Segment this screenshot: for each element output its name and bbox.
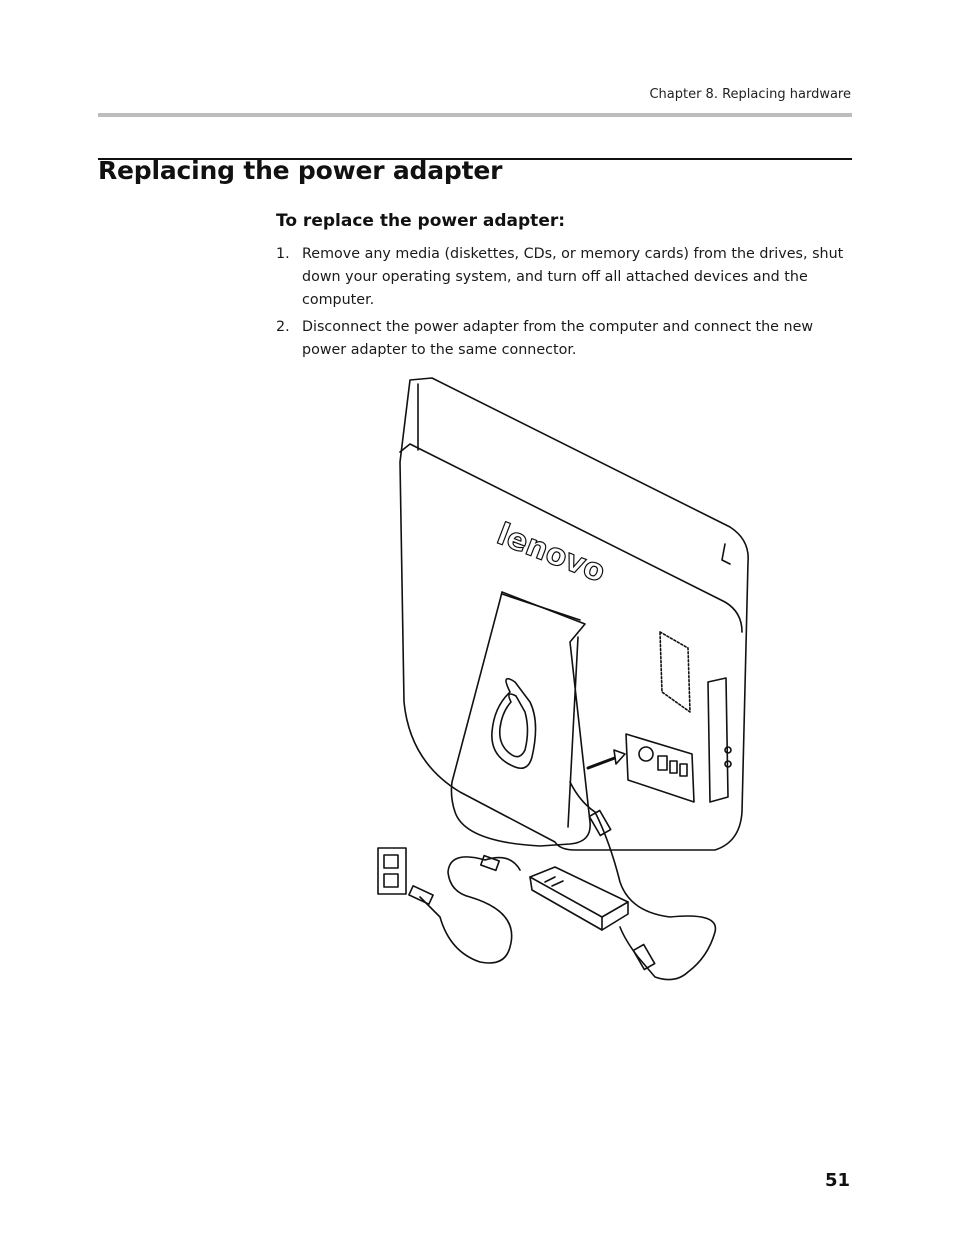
page-title: Replacing the power adapter bbox=[98, 156, 503, 185]
monitor-back bbox=[399, 377, 749, 851]
running-header: Chapter 8. Replacing hardware bbox=[649, 87, 851, 102]
page-number: 51 bbox=[824, 1170, 850, 1191]
header-rule bbox=[98, 113, 852, 117]
dc-cable bbox=[569, 781, 717, 981]
step-text: Remove any media (diskettes, CDs, or mem… bbox=[302, 246, 844, 308]
monitor-stand bbox=[450, 591, 591, 847]
step-item: 1. Remove any media (diskettes, CDs, or … bbox=[276, 243, 846, 312]
step-number: 1. bbox=[276, 246, 290, 262]
vent-grille bbox=[659, 631, 691, 713]
stand-cable-hole bbox=[491, 677, 537, 770]
lenovo-logo: lenovo bbox=[492, 517, 610, 590]
power-adapter-illustration: lenovo bbox=[377, 377, 749, 981]
step-number: 2. bbox=[276, 319, 290, 335]
procedure-steps: 1. Remove any media (diskettes, CDs, or … bbox=[276, 243, 846, 366]
ac-cable bbox=[419, 856, 521, 964]
adapter-brick bbox=[529, 866, 629, 918]
io-panel bbox=[625, 733, 695, 803]
step-item: 2. Disconnect the power adapter from the… bbox=[276, 316, 846, 362]
wall-outlet bbox=[377, 847, 407, 895]
step-text: Disconnect the power adapter from the co… bbox=[302, 319, 814, 358]
title-rule bbox=[98, 158, 852, 160]
side-ports bbox=[707, 677, 729, 803]
procedure-heading: To replace the power adapter: bbox=[276, 211, 566, 231]
